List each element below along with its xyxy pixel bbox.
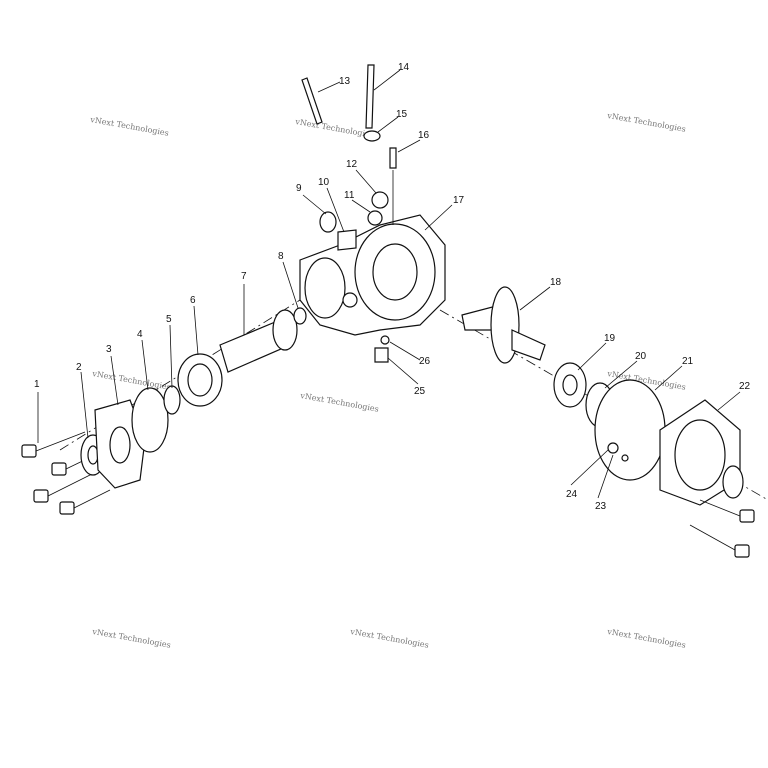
callout-17: 17 (453, 195, 465, 206)
drain-plug (374, 347, 389, 363)
bushing (371, 191, 389, 209)
plug (607, 442, 619, 454)
callout-26: 26 (419, 356, 431, 367)
output-spline (511, 329, 546, 361)
watermark: vNext Technologies (91, 627, 172, 650)
watermark: vNext Technologies (606, 111, 687, 134)
o-ring (131, 387, 169, 453)
callout-21: 21 (682, 356, 694, 367)
seal (319, 211, 337, 233)
washer (367, 210, 383, 226)
bushing (293, 307, 307, 325)
watermark: vNext Technologies (294, 117, 375, 140)
washer (380, 335, 390, 345)
watermark: vNext Technologies (91, 369, 172, 392)
callout-25: 25 (414, 386, 426, 397)
vent-tube (301, 77, 323, 125)
watermark: vNext Technologies (299, 391, 380, 414)
callout-12: 12 (346, 159, 358, 170)
callout-labels: 1 2 3 4 5 6 7 8 9 10 11 12 13 14 15 16 1… (34, 62, 751, 512)
housing-boss (342, 292, 358, 308)
callout-10: 10 (318, 177, 330, 188)
callout-7: 7 (241, 271, 247, 282)
housing-inner (372, 243, 418, 301)
bearing-bore (187, 363, 213, 397)
watermark: vNext Technologies (349, 627, 430, 650)
housing-bore (304, 257, 346, 319)
bolts-right (689, 499, 755, 558)
output-cover-bore (674, 419, 726, 491)
callout-18: 18 (550, 277, 562, 288)
callout-22: 22 (739, 381, 751, 392)
callout-14: 14 (398, 62, 410, 73)
callout-24: 24 (566, 489, 578, 500)
fitting (389, 147, 397, 169)
callout-13: 13 (339, 76, 351, 87)
callout-15: 15 (396, 109, 408, 120)
callout-16: 16 (418, 130, 430, 141)
callout-4: 4 (137, 329, 143, 340)
watermark: vNext Technologies (606, 627, 687, 650)
callout-1: 1 (34, 379, 40, 390)
cover-bore (109, 426, 131, 464)
callout-6: 6 (190, 295, 196, 306)
callout-2: 2 (76, 362, 82, 373)
callout-5: 5 (166, 314, 172, 325)
callout-3: 3 (106, 344, 112, 355)
callout-11: 11 (344, 190, 355, 201)
washer (621, 454, 629, 462)
callout-9: 9 (296, 183, 302, 194)
vent-tube (365, 64, 375, 129)
snap-ring (163, 385, 181, 415)
callout-8: 8 (278, 251, 284, 262)
clamp (363, 130, 381, 142)
seal (722, 465, 744, 499)
callout-23: 23 (595, 501, 607, 512)
o-ring (594, 379, 666, 481)
pinion-gear (272, 309, 298, 351)
leader-lines (37, 69, 741, 499)
spacer-bore (562, 374, 578, 396)
bushing (337, 229, 357, 251)
callout-20: 20 (635, 351, 647, 362)
watermark: vNext Technologies (89, 115, 170, 138)
callout-19: 19 (604, 333, 616, 344)
